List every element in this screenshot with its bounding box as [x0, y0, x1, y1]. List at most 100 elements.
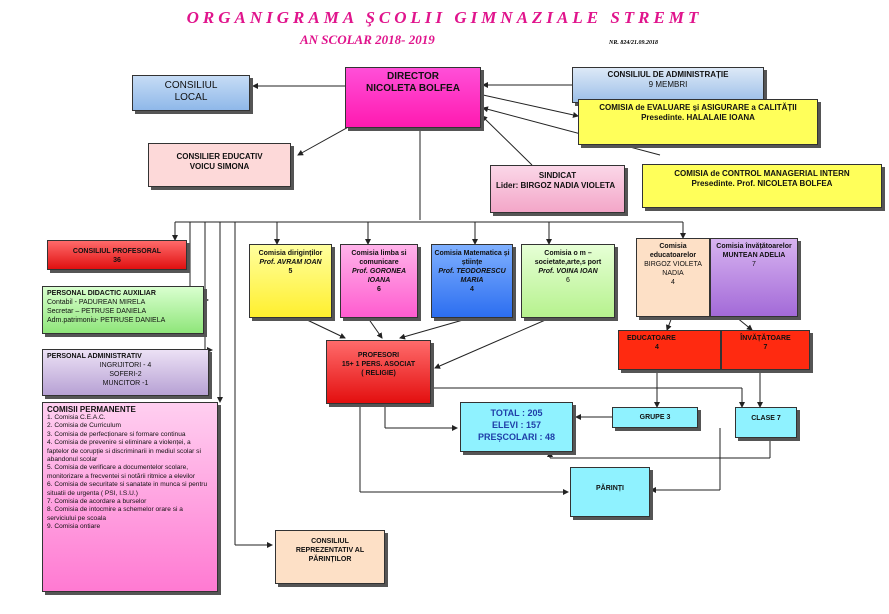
director-title: DIRECTOR: [386, 71, 440, 82]
comisia-dirigintilor-title: Comisia diriginților: [258, 250, 323, 257]
comisia-limba-prof: Prof. GORONEA IOANA: [351, 268, 407, 284]
comisia-dirigintilor-box[interactable]: Comisia diriginților Prof. AVRAM IOAN 5: [249, 244, 332, 318]
personal-administrativ-item: MUNCITOR -1: [102, 380, 149, 387]
totals-elevi: ELEVI : 157: [491, 420, 542, 430]
list-item: 5. Comisia de verificare a documentelor …: [47, 464, 196, 480]
comisia-educatoarelor-count: 4: [671, 279, 675, 286]
profesori-title: PROFESORI: [357, 352, 400, 359]
sindicat-lider-name: BIRGOZ NADIA VIOLETA: [520, 181, 616, 190]
comisia-evaluare-presedinte-label: Presedinte: [641, 113, 682, 122]
personal-didactic-auxiliar-title: PERSONAL DIDACTIC AUXILIAR: [47, 290, 156, 297]
profesori-line2: 15+ 1 PERS. ASOCIAT: [341, 361, 416, 368]
comisia-control-presedinte-name: Prof. NICOLETA BOLFEA: [736, 179, 833, 188]
consiliul-administratie-box[interactable]: CONSILIUL DE ADMINISTRAȚIE 9 MEMBRI: [572, 67, 764, 103]
parinti-box[interactable]: PĂRINȚI: [570, 467, 650, 517]
personal-administrativ-item: INGRIJITORI - 4: [99, 362, 152, 369]
director-box[interactable]: DIRECTOR NICOLETA BOLFEA: [345, 67, 481, 128]
comisii-permanente-title: COMISII PERMANENTE: [47, 405, 136, 414]
consilier-educativ-title: CONSILIER EDUCATIV: [176, 152, 263, 161]
totals-box[interactable]: TOTAL : 205 ELEVI : 157 PREȘCOLARI : 48: [460, 402, 573, 452]
consilier-educativ-box[interactable]: CONSILIER EDUCATIV VOICU SIMONA: [148, 143, 291, 187]
personal-didactic-auxiliar-item: Secretar – PETRUSE DANIELA: [47, 308, 147, 315]
clase-label: CLASE 7: [751, 415, 781, 422]
comisia-om-title: Comisia o m – societate,arte,s port: [534, 250, 602, 266]
grupe-label: GRUPE 3: [639, 414, 671, 421]
comisia-educatoarelor-box[interactable]: Comisia educatoarelor BIRGOZ VIOLETA NAD…: [636, 238, 710, 317]
consiliul-local-line1: CONSILIUL: [164, 80, 218, 91]
consiliul-profesoral-box[interactable]: CONSILIUL PROFESORAL 36: [47, 240, 187, 270]
personal-didactic-auxiliar-item: Contabil - PADUREAN MIRELA: [47, 299, 146, 306]
clase-box[interactable]: CLASE 7: [735, 407, 797, 438]
comisia-dirigintilor-count: 5: [288, 268, 293, 275]
consiliul-profesoral-title: CONSILIUL PROFESORAL: [72, 248, 162, 255]
consiliul-administratie-title: CONSILIUL DE ADMINISTRAȚIE: [607, 70, 729, 79]
comisia-om-prof: Prof. VOINA IOAN: [538, 268, 598, 275]
comisia-educatoarelor-title: Comisia educatoarelor: [649, 243, 697, 259]
invatatoare-count: 7: [763, 344, 768, 351]
list-item: 3. Comisia de perfecționare si formare c…: [47, 430, 186, 438]
comisia-matematica-box[interactable]: Comisia Matematica și științe Prof. TEOD…: [431, 244, 513, 318]
comisia-invatatoarelor-box[interactable]: Comisia învățătoarelor MUNTEAN ADELIA 7: [710, 238, 798, 317]
comisia-om-count: 6: [566, 277, 570, 284]
list-item: 7. Comisia de acordare a burselor: [47, 498, 147, 506]
list-item: 6. Comisia de securitate si sanatate in …: [47, 481, 208, 497]
comisia-dirigintilor-prof: Prof. AVRAM IOAN: [259, 259, 322, 266]
consiliul-reprezentativ-line2: REPREZENTATIV AL: [295, 547, 365, 554]
comisia-control-title: COMISIA de CONTROL MANAGERIAL INTERN: [674, 169, 850, 178]
comisia-control-box[interactable]: COMISIA de CONTROL MANAGERIAL INTERN Pre…: [642, 164, 882, 208]
educatoare-count: 4: [655, 344, 659, 351]
comisia-limba-title: Comisia limba si comunicare: [351, 250, 407, 266]
grupe-box[interactable]: GRUPE 3: [612, 407, 698, 428]
list-item: 1. Comisia C.E.A.C.: [47, 414, 106, 421]
personal-administrativ-item: SOFERI-2: [109, 371, 142, 378]
comisia-invatatoarelor-title: Comisia învățătoarelor: [716, 243, 792, 250]
comisia-matematica-count: 4: [470, 286, 474, 293]
list-item: 8. Comisia de intocmire a schemelor orar…: [47, 506, 183, 522]
invatatoare-box[interactable]: ÎNVĂȚĂTOARE 7: [721, 330, 810, 370]
list-item: 9. Comisia ontiare: [47, 523, 101, 531]
consiliul-local-line2: LOCAL: [174, 92, 208, 103]
list-item: 4. Comisia de prevenire si eliminare a v…: [47, 439, 201, 464]
school-year: AN SCOLAR 2018- 2019: [300, 32, 435, 47]
personal-administrativ-title: PERSONAL ADMINISTRATIV: [47, 353, 142, 360]
comisia-control-presedinte-label: Presedinte: [691, 179, 733, 188]
comisia-matematica-prof: Prof. TEODORESCU MARIA: [438, 268, 506, 284]
comisia-evaluare-presedinte-name: HALALAIE IOANA: [686, 113, 755, 122]
sindicat-lider-label: Lider: [496, 181, 516, 190]
profesori-line3: ( RELIGIE): [361, 370, 396, 377]
comisia-limba-box[interactable]: Comisia limba si comunicare Prof. GORONE…: [340, 244, 418, 318]
sindicat-box[interactable]: SINDICAT Lider: BIRGOZ NADIA VIOLETA: [490, 165, 625, 213]
document-number: NR. 824/21.09.2018: [609, 40, 659, 46]
educatoare-box[interactable]: EDUCATOARE 4: [618, 330, 721, 370]
personal-didactic-auxiliar-box[interactable]: PERSONAL DIDACTIC AUXILIAR Contabil - PA…: [42, 286, 204, 334]
comisia-evaluare-title: COMISIA de EVALUARE și ASIGURARE a CALIT…: [599, 103, 797, 112]
comisia-invatatoarelor-name: MUNTEAN ADELIA: [722, 252, 786, 259]
consiliul-administratie-members: 9 MEMBRI: [648, 80, 688, 89]
comisii-permanente-box[interactable]: COMISII PERMANENTE 1. Comisia C.E.A.C. 2…: [42, 402, 218, 592]
page-title: ORGANIGRAMA ŞCOLII GIMNAZIALE STREMT: [186, 8, 703, 27]
comisia-evaluare-box[interactable]: COMISIA de EVALUARE și ASIGURARE a CALIT…: [578, 99, 818, 145]
consiliul-reprezentativ-line1: CONSILIUL: [311, 538, 349, 545]
personal-didactic-auxiliar-item: Adm.patrimoniu- PETRUSE DANIELA: [47, 317, 166, 324]
profesori-box[interactable]: PROFESORI 15+ 1 PERS. ASOCIAT ( RELIGIE): [326, 340, 431, 404]
sindicat-title: SINDICAT: [538, 171, 577, 180]
invatatoare-title: ÎNVĂȚĂTOARE: [740, 335, 791, 342]
personal-administrativ-box[interactable]: PERSONAL ADMINISTRATIV INGRIJITORI - 4 S…: [42, 349, 209, 396]
consiliul-profesoral-count: 36: [113, 257, 121, 264]
comisia-educatoarelor-name: BIRGOZ VIOLETA NADIA: [644, 261, 702, 277]
totals-prescolari: PREȘCOLARI : 48: [477, 432, 555, 442]
comisia-invatatoarelor-count: 7: [752, 261, 756, 268]
educatoare-title: EDUCATOARE: [627, 335, 676, 342]
consiliul-local-box[interactable]: CONSILIUL LOCAL: [132, 75, 250, 111]
consiliul-reprezentativ-line3: PĂRINȚILOR: [308, 556, 352, 563]
comisia-om-box[interactable]: Comisia o m – societate,arte,s port Prof…: [521, 244, 615, 318]
consilier-educativ-name: VOICU SIMONA: [189, 162, 250, 171]
comisia-matematica-title: Comisia Matematica și științe: [434, 250, 510, 266]
list-item: 2. Comisia de Curriculum: [47, 422, 122, 430]
totals-total: TOTAL : 205: [490, 408, 543, 418]
consiliul-reprezentativ-box[interactable]: CONSILIUL REPREZENTATIV AL PĂRINȚILOR: [275, 530, 385, 584]
parinti-label: PĂRINȚI: [596, 485, 624, 492]
comisia-limba-count: 6: [377, 286, 381, 293]
director-name: NICOLETA BOLFEA: [366, 83, 460, 94]
